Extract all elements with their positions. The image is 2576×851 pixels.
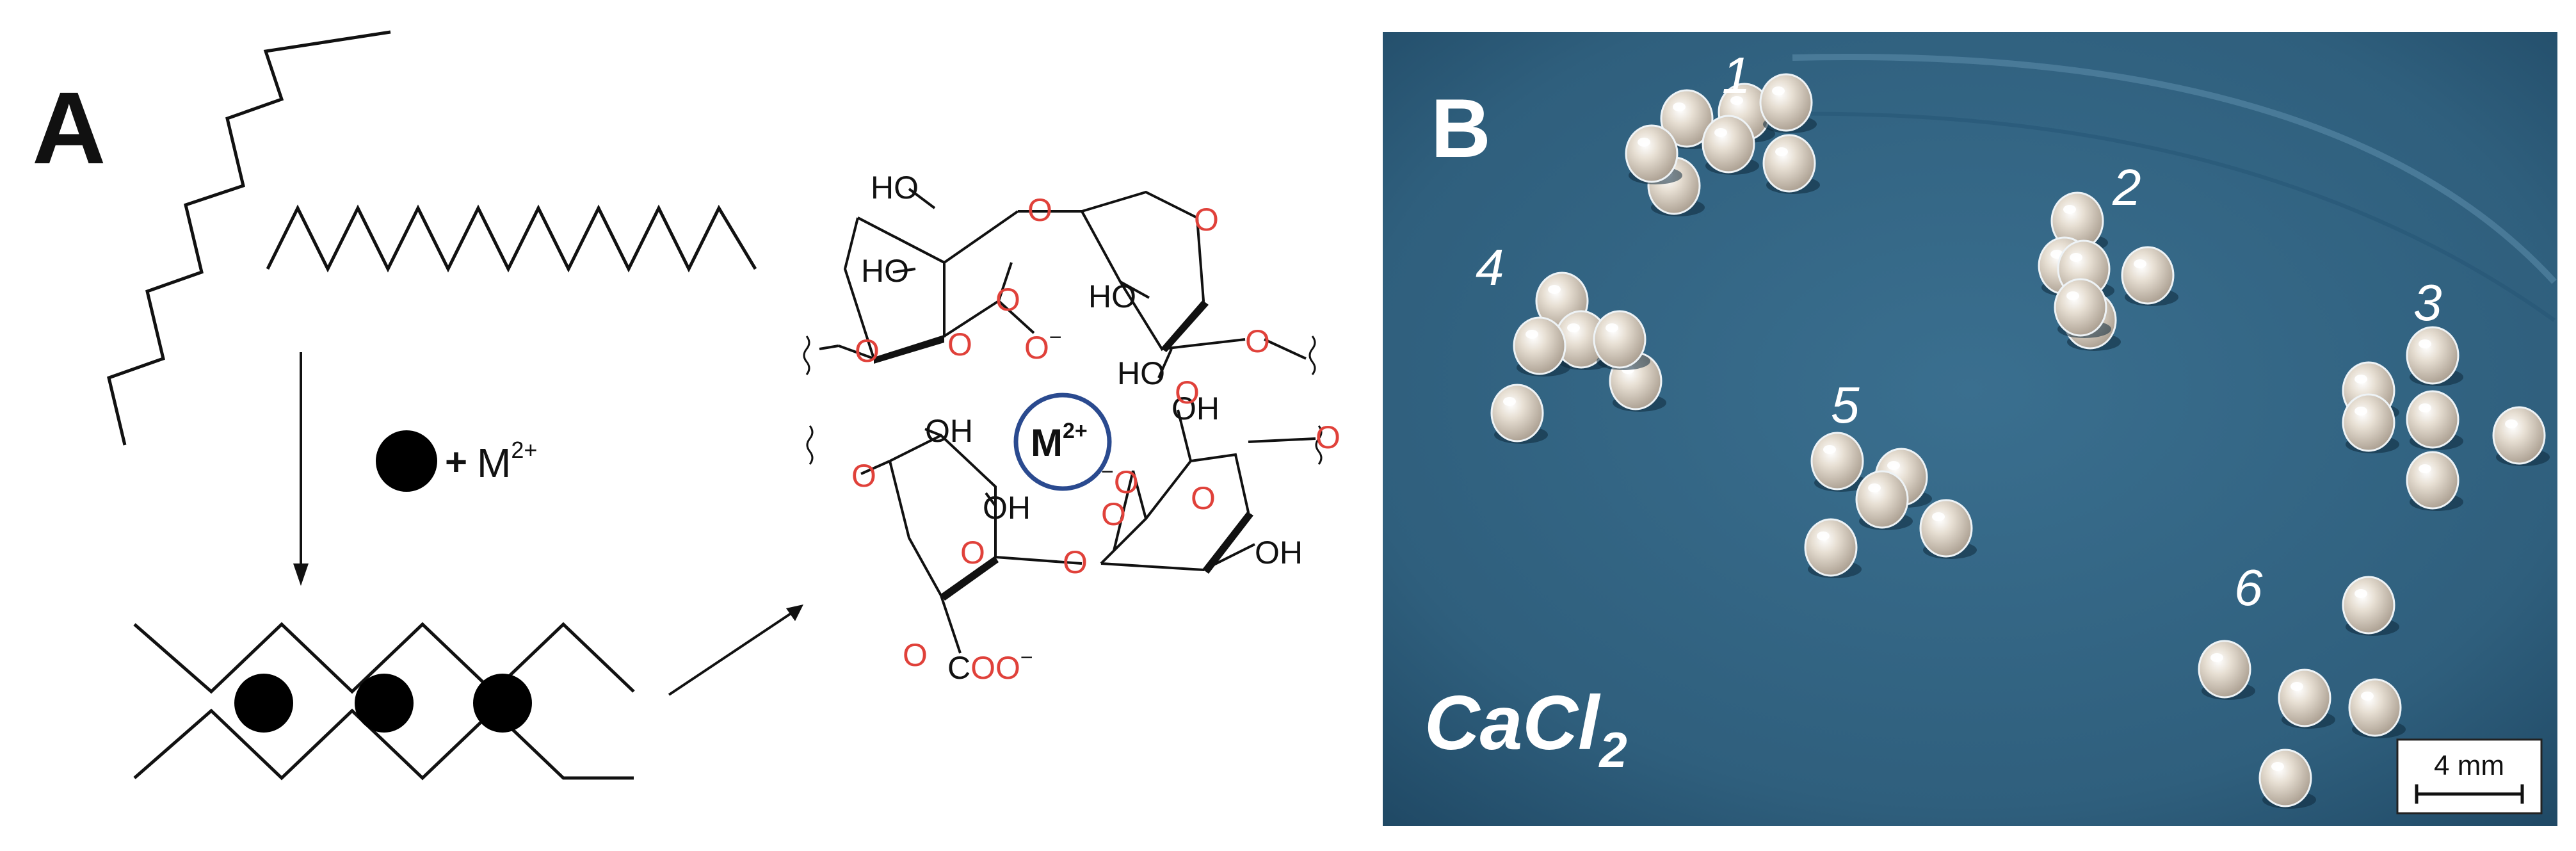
panel-a: A + M2+ <box>32 30 1340 781</box>
center-ion-ring <box>1013 393 1112 491</box>
wavy-bond-icon <box>803 336 810 375</box>
panel-a-label: A <box>32 70 106 185</box>
reaction-ion: M2+ <box>477 437 537 486</box>
gel-bead-icon <box>2198 640 2255 700</box>
ion-ball-icon <box>376 430 437 492</box>
panel-b: B 1 2 3 4 5 6 CaCl2 4 mm <box>1383 32 2557 826</box>
gel-bead-icon <box>2342 576 2399 636</box>
carboxylate-top: O− <box>1024 325 1062 366</box>
chain-zigzag <box>266 204 757 273</box>
gel-bead-icon <box>2406 451 2463 511</box>
dish-rim <box>1792 53 2557 284</box>
oxygen-label: O <box>1027 192 1052 228</box>
oxygen-label: O <box>851 458 876 494</box>
oxygen-label: O <box>960 535 985 571</box>
group-number-5: 5 <box>1831 377 1860 434</box>
atom-label: OH <box>1171 391 1220 426</box>
gel-bead-icon <box>2406 326 2463 386</box>
gel-bead-icon <box>2121 246 2178 306</box>
gel-bead-icon <box>1490 384 1548 444</box>
scale-bar-label: 4 mm <box>2434 750 2504 781</box>
dish-rim-shadow <box>1728 111 2556 322</box>
gel-bead-icon <box>1804 518 1862 578</box>
gel-bead-icon <box>1593 310 1650 370</box>
gel-bead-icon <box>1702 115 1759 175</box>
panel-b-label: B <box>1431 81 1491 175</box>
wedge-bonds <box>874 301 1253 601</box>
scale-bar: 4 mm <box>2396 738 2543 815</box>
gel-bead-icon <box>2278 669 2335 729</box>
oxygen-label: O <box>995 282 1020 318</box>
chain-staircase <box>107 30 391 446</box>
gel-bead-icon <box>1855 470 1913 530</box>
group-number-2: 2 <box>2112 159 2141 216</box>
oxygen-label: O <box>1191 480 1216 516</box>
reaction-plus: + <box>445 441 467 483</box>
atom-label: HO <box>861 253 909 289</box>
egg-box-chains <box>133 622 635 781</box>
gel-bead-icon <box>1762 134 1820 194</box>
oxygen-label: O <box>947 327 972 362</box>
ion-ball-icon <box>355 674 414 733</box>
oxygen-label: O <box>1063 544 1088 580</box>
coo-group: COO− <box>947 645 1033 686</box>
egg-box-upper-chain <box>133 622 635 694</box>
oxygen-label: O <box>1101 496 1126 532</box>
hydroxyl-labels: HO HO HO HO OH OH OH OH <box>861 170 1303 571</box>
free-polymer-chains <box>107 30 757 446</box>
center-ion-label: M2+ <box>1031 419 1088 464</box>
medium-label: CaCl2 <box>1424 680 1627 778</box>
group-number-6: 6 <box>2234 559 2263 616</box>
gel-bead-icon <box>1919 499 1977 559</box>
group-number-1: 1 <box>1722 47 1751 104</box>
atom-label: HO <box>1117 355 1165 391</box>
atom-label: HO <box>1088 279 1136 314</box>
carboxylate-left: −O <box>1101 460 1139 500</box>
down-arrow <box>293 352 309 586</box>
gel-bead-icon <box>2258 749 2316 809</box>
oxygen-label: O <box>1245 323 1270 359</box>
gel-bead-icon <box>2492 406 2550 466</box>
group-number-3: 3 <box>2413 274 2442 331</box>
gel-bead-icon <box>2406 390 2463 450</box>
alginate-structure: HO HO HO HO OH OH OH OH O O O O O O <box>803 170 1340 686</box>
scale-bar-box <box>2396 738 2543 815</box>
oxygen-label: O <box>1194 202 1219 238</box>
ion-ball-icon <box>473 674 532 733</box>
group-numbers: 1 2 3 4 5 6 <box>1476 47 2442 616</box>
gel-beads <box>1490 73 2550 809</box>
wavy-bond-icon <box>1308 336 1316 375</box>
diagonal-arrow <box>668 604 803 696</box>
atom-label: OH <box>1255 535 1303 571</box>
gel-bead-icon <box>1513 316 1570 377</box>
gel-bead-icon <box>1759 73 1817 133</box>
atom-label: OH <box>983 490 1031 526</box>
gel-bead-icon <box>1810 432 1868 492</box>
atom-label: OH <box>925 413 973 449</box>
gel-bead-icon <box>1625 124 1682 184</box>
gel-bead-icon <box>2342 393 2399 453</box>
oxygen-label: O <box>855 333 880 369</box>
egg-box-lower-chain <box>133 708 634 781</box>
wavy-bond-icon <box>806 425 814 465</box>
atom-label: HO <box>871 170 919 206</box>
ion-ball-icon <box>234 674 293 733</box>
oxygen-label: O <box>1316 419 1340 455</box>
gel-bead-icon <box>2348 678 2406 738</box>
group-number-4: 4 <box>1476 239 1504 296</box>
gel-bead-icon <box>2054 278 2111 338</box>
wavy-bond-icon <box>1315 425 1323 465</box>
oxygen-label: O <box>903 637 928 673</box>
oxygen-label: O <box>1175 375 1200 410</box>
